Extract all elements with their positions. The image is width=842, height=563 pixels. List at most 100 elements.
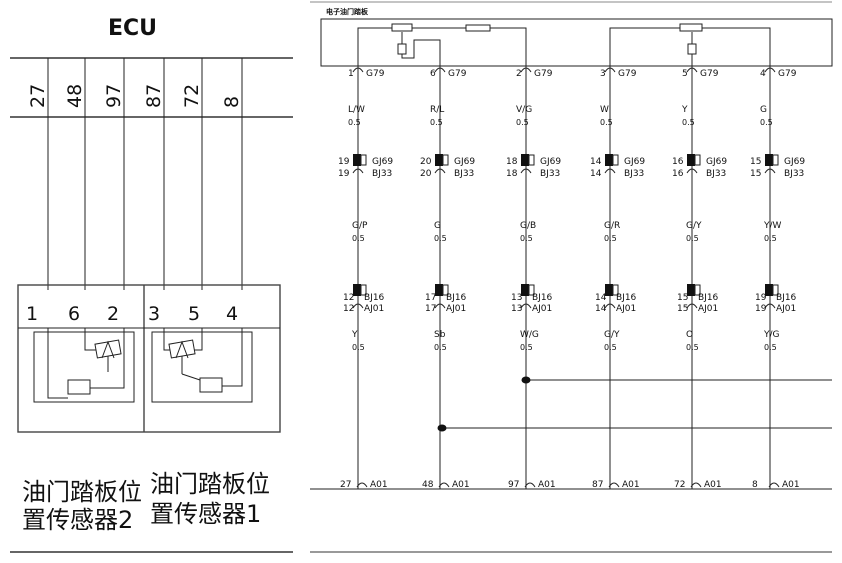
- gj69-pin-label: 14: [590, 157, 602, 167]
- connector-icon: [690, 482, 702, 488]
- gj69-pin-label: 15: [750, 157, 761, 167]
- wire-size-label: 0.5: [516, 118, 529, 127]
- a01-connector-label: A01: [370, 480, 388, 490]
- wire-size-label: 0.5: [764, 343, 777, 352]
- aj01-connector-label: AJ01: [616, 304, 636, 314]
- connector-icon: [520, 168, 532, 174]
- connector-icon: [764, 303, 776, 309]
- wire-color-label: W: [600, 105, 609, 115]
- ecu-pin-row: 27 48 97 87 72 8: [27, 58, 243, 117]
- resistor-icon: [465, 24, 491, 32]
- potentiometer-icon: [391, 23, 413, 32]
- a01-connector-label: A01: [782, 480, 800, 490]
- gj69-pin-label: 16: [672, 157, 684, 167]
- wire-size-label: 0.5: [520, 343, 533, 352]
- gj69-connector-label: GJ69: [540, 157, 561, 167]
- potentiometer-icon: [168, 339, 196, 359]
- sensor-pin-label: 3: [148, 303, 160, 325]
- potentiometer-icon: [679, 23, 703, 32]
- wire-size-label: 0.5: [604, 234, 617, 243]
- wire-size-label: 0.5: [434, 234, 447, 243]
- bj16-connector-label: BJ16: [698, 293, 719, 303]
- sensor-pin-label: 4: [226, 303, 238, 325]
- gj69-connector-label: GJ69: [454, 157, 475, 167]
- bj33-pin-label: 20: [420, 169, 432, 179]
- bj33-connector-label: BJ33: [784, 169, 804, 179]
- pedal-sensor-b: [609, 23, 771, 66]
- potentiometer-icon: [94, 339, 122, 359]
- wire-size-label: 0.5: [604, 343, 617, 352]
- ecu-pin-label: 48: [64, 84, 86, 108]
- aj01-pin-label: 13: [511, 304, 522, 314]
- ecu-pin-label: 27: [27, 84, 49, 108]
- connector-icon: [434, 67, 446, 73]
- a01-pin-label: 72: [674, 480, 685, 490]
- wire-color-label: G/R: [604, 221, 620, 231]
- g79-connector-label: G79: [778, 69, 797, 79]
- ecu-title: ECU: [108, 16, 157, 41]
- wire-color-label: G: [760, 105, 767, 115]
- gj69-pin-label: 20: [420, 157, 432, 167]
- connector-block-icon: [353, 154, 361, 166]
- sensor-housing: [17, 284, 281, 433]
- aj01-pin-label: 14: [595, 304, 607, 314]
- aj01-pin-label: 15: [677, 304, 688, 314]
- ecu-pin-label: 87: [143, 84, 165, 108]
- aj01-pin-label: 19: [755, 304, 767, 314]
- connector-icon: [686, 67, 698, 73]
- wire-size-label: 0.5: [764, 234, 777, 243]
- gj69-connector-label: GJ69: [706, 157, 727, 167]
- wire-color-label: G/B: [520, 221, 536, 231]
- bj33-connector-label: BJ33: [540, 169, 560, 179]
- bj33-pin-label: 19: [338, 169, 350, 179]
- g79-connector-label: G79: [366, 69, 385, 79]
- wire-size-label: 0.5: [352, 234, 365, 243]
- g79-pin-label: 4: [760, 69, 766, 79]
- ecu-pin-label: 72: [181, 84, 203, 108]
- a01-connector-label: A01: [622, 480, 640, 490]
- pedal-title: 电子油门踏板: [326, 7, 369, 16]
- wire-size-label: 0.5: [600, 118, 613, 127]
- bj33-pin-label: 18: [506, 169, 518, 179]
- wire-size-label: 0.5: [430, 118, 443, 127]
- bj16-pin-label: 15: [677, 293, 688, 303]
- resistor-icon: [199, 377, 223, 393]
- bj16-pin-label: 17: [425, 293, 436, 303]
- wire-color-label: Y: [351, 330, 358, 340]
- ecu-pin-label: 8: [221, 96, 243, 108]
- g79-pin-label: 6: [430, 69, 436, 79]
- bj33-pin-label: 14: [590, 169, 602, 179]
- g79-pin-label: 1: [348, 69, 354, 79]
- a01-pin-label: 27: [340, 480, 351, 490]
- bj16-connector-label: BJ16: [364, 293, 385, 303]
- aj01-pin-label: 12: [343, 304, 354, 314]
- a01-connector-label: A01: [704, 480, 722, 490]
- connector-block-icon: [765, 154, 773, 166]
- sensor-1-label-line1: 油门踏板位: [150, 470, 270, 498]
- connector-icon: [352, 67, 364, 73]
- connector-block-icon: [435, 154, 443, 166]
- wire-color-label: W/G: [520, 330, 539, 340]
- connector-icon: [352, 303, 364, 309]
- gj69-connector-label: GJ69: [372, 157, 393, 167]
- bj16-pin-label: 14: [595, 293, 607, 303]
- aj01-pin-label: 17: [425, 304, 436, 314]
- wire-color-label: O: [686, 330, 693, 340]
- wire-color-label: L/W: [348, 105, 365, 115]
- connector-icon: [768, 482, 780, 488]
- bj33-pin-label: 16: [672, 169, 684, 179]
- g79-pin-label: 2: [516, 69, 522, 79]
- connector-block-icon: [605, 284, 613, 296]
- bj33-connector-label: BJ33: [706, 169, 726, 179]
- splice-dot: [437, 424, 447, 432]
- wire-color-label: R/L: [430, 105, 444, 115]
- wire-color-label: Y: [681, 105, 688, 115]
- g79-pin-label: 5: [682, 69, 688, 79]
- connector-icon: [686, 168, 698, 174]
- sensor-pin-label: 5: [188, 303, 200, 325]
- connector-icon: [434, 168, 446, 174]
- ecu-panel: ECU 27 48 97 87 72 8: [10, 16, 293, 553]
- connector-block-icon: [765, 284, 773, 296]
- bj16-connector-label: BJ16: [532, 293, 553, 303]
